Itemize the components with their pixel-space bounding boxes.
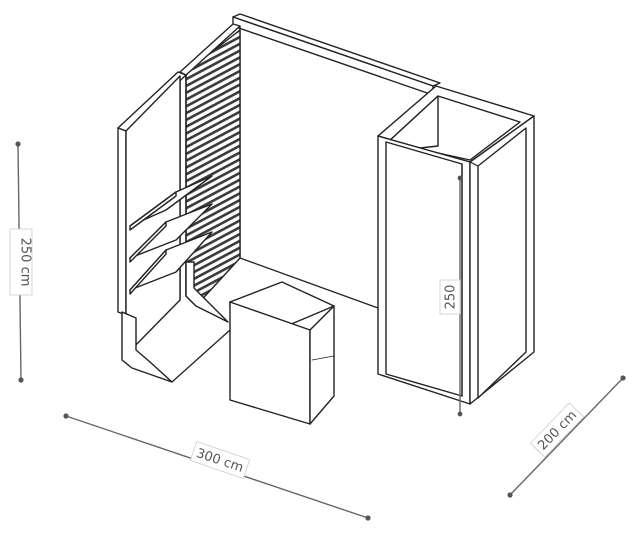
floor-line: [171, 329, 231, 383]
storage-cabinet: [377, 85, 535, 405]
dimension-height: 250 cm: [9, 141, 33, 383]
dimension-cabinet-height: 250: [439, 175, 463, 417]
cabinet-height-label: 250: [444, 285, 459, 310]
height-label: 250 cm: [18, 238, 33, 287]
wall-shelves: [129, 175, 213, 295]
wall-feet: [121, 261, 229, 383]
dimension-depth: 200 cm: [507, 375, 626, 498]
counter-cube: [229, 281, 335, 425]
dimension-width: 300 cm: [63, 413, 371, 521]
